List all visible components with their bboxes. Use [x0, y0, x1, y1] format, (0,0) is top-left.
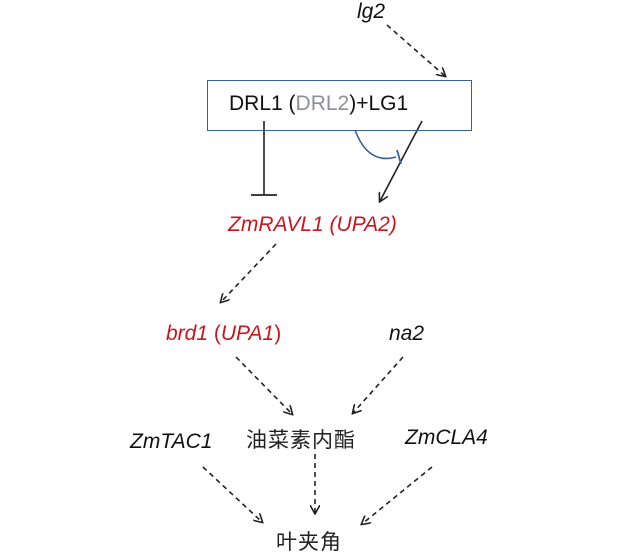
node-zmtac1: ZmTAC1	[130, 430, 213, 453]
node-zmravl1: ZmRAVL1 (UPA2)	[228, 213, 397, 237]
node-zmcla4: ZmCLA4	[405, 426, 488, 449]
brd1-alias: UPA1	[220, 322, 275, 345]
node-complex: DRL1 (DRL2)+LG1	[229, 92, 408, 116]
zmravl1-name: ZmRAVL1	[228, 213, 324, 236]
complex-box	[207, 80, 472, 131]
brd1-alias-close: )	[274, 322, 282, 345]
edge-brd1-to-brassinosteroid	[235, 356, 292, 414]
node-brassinosteroid: 油菜素内酯	[246, 428, 356, 452]
node-lg2: lg2	[357, 0, 386, 23]
node-brd1: brd1 (UPA1)	[166, 322, 281, 346]
inhibit-bar-blue	[396, 149, 402, 165]
edge-zmcla4-to-leaf-angle	[362, 466, 433, 524]
edge-zmravl1-to-brd1	[221, 243, 277, 302]
edge-lg2-to-complex	[386, 24, 445, 76]
complex-drl2: DRL2	[295, 92, 350, 115]
edge-drl-inhibits-lg1-activation	[354, 129, 397, 160]
complex-drl1: DRL1 (	[229, 92, 296, 115]
edge-zmtac1-to-leaf-angle	[202, 466, 262, 522]
node-leaf-angle: 叶夹角	[276, 530, 342, 554]
node-na2: na2	[389, 322, 425, 345]
zmravl1-alias: (UPA2)	[329, 213, 397, 236]
edge-na2-to-brassinosteroid	[353, 356, 404, 413]
brd1-alias-open: (	[213, 322, 221, 345]
complex-lg1: )+LG1	[349, 92, 409, 115]
brd1-name: brd1	[166, 322, 209, 345]
